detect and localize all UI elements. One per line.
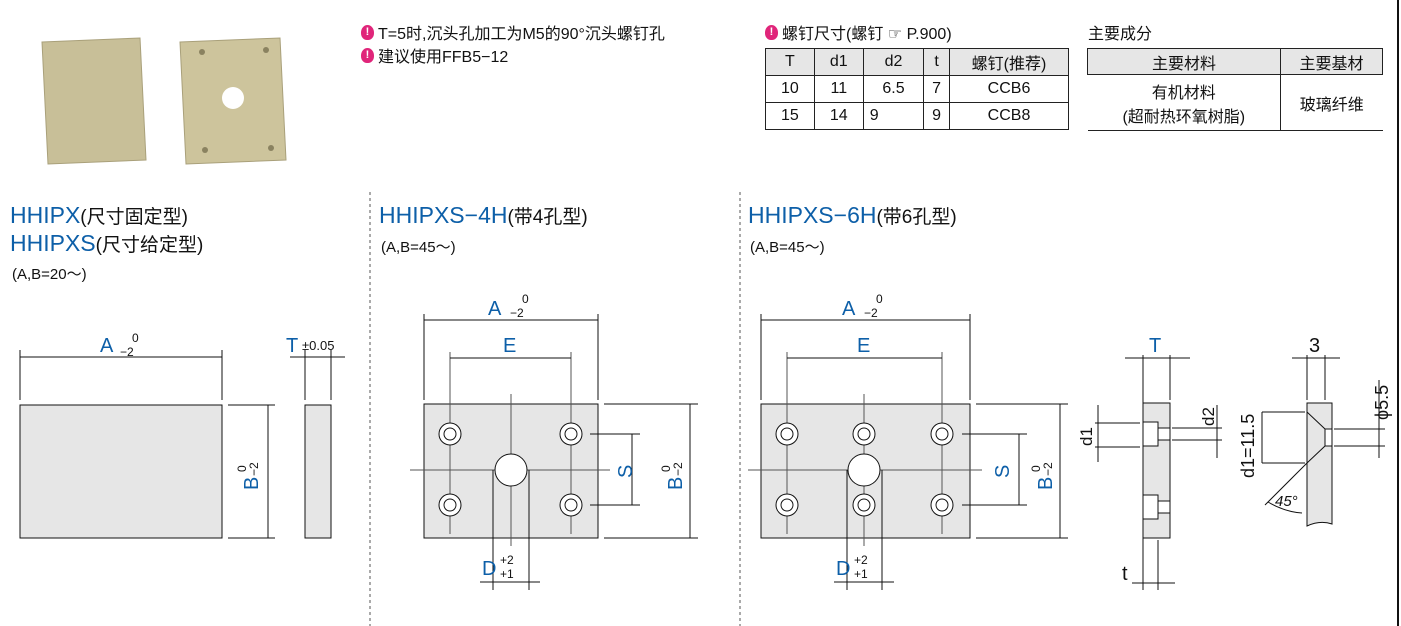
dim-d: D [482, 558, 496, 580]
th: 螺钉(推荐) [949, 48, 1069, 76]
note-text: 建议使用FFB5−12 [378, 49, 509, 66]
dim-t: T [1149, 335, 1161, 357]
note-2: !建议使用FFB5−12 [361, 43, 508, 67]
th: d2 [862, 48, 925, 76]
panel1-title2: HHIPXS(尺寸给定型) [10, 230, 203, 257]
plate-front-view: A 0 −2 B0−2 T ±0.05 [19, 331, 345, 539]
cell: 9 [923, 102, 950, 130]
cell: 9 [862, 102, 925, 130]
th: 主要材料 [1086, 48, 1282, 75]
model-type: (尺寸固定型) [80, 207, 188, 228]
cell: 14 [813, 102, 864, 130]
cell: 6.5 [862, 75, 925, 103]
tol: +2 [854, 553, 868, 567]
plate-4h-view: A 0 −2 E S B0−2 D +2 +1 [410, 292, 698, 590]
product-photo [41, 37, 287, 165]
th: t [923, 48, 950, 76]
dim-s: S [615, 465, 637, 478]
dim-t-small: t [1122, 563, 1128, 585]
dim-d: D [836, 558, 850, 580]
cell: CCB8 [949, 102, 1069, 130]
side-section-view: T t d1 d2 [1077, 335, 1222, 590]
model: HHIPXS−6H [748, 202, 877, 228]
dim-b: B [665, 477, 687, 490]
panel2-range: (A,B=45～) [381, 239, 456, 256]
tol: +1 [854, 567, 868, 581]
alert-icon: ! [765, 24, 778, 40]
tol: −2 [510, 306, 524, 320]
countersink-detail: 3 d1=11.5 ϕ5.5 45° [1238, 335, 1392, 527]
dim-3: 3 [1309, 335, 1320, 357]
material-detail: (超耐热环氧树脂) [1122, 108, 1246, 126]
model-type: (带4孔型) [507, 207, 588, 228]
dim-b: B [1035, 477, 1057, 490]
panel3-title: HHIPXS−6H(带6孔型) [748, 202, 957, 229]
alert-icon: ! [361, 24, 374, 40]
cell: 10 [765, 75, 815, 103]
tol: 0 [1029, 465, 1043, 472]
panel1-range: (A,B=20～) [12, 266, 87, 283]
tol: ±0.05 [302, 338, 334, 353]
tol: −2 [120, 345, 134, 359]
dim-d1: d1 [1077, 427, 1096, 446]
note-text: T=5时,沉头孔加工为M5的90°沉头螺钉孔 [378, 26, 665, 43]
alert-icon: ! [361, 47, 374, 63]
composition-title: 主要成分 [1088, 26, 1153, 43]
model-type: (带6孔型) [876, 207, 957, 228]
tol: −2 [671, 462, 685, 476]
dim-a: A [100, 335, 114, 357]
tol: 0 [876, 292, 883, 306]
dim-phi: ϕ5.5 [1372, 385, 1392, 420]
tol: 0 [235, 465, 249, 472]
model: HHIPXS−4H [379, 202, 508, 228]
composition-table: 主要材料主要基材 有机材料 (超耐热环氧树脂) 玻璃纤维 [1086, 48, 1383, 131]
dim-e: E [503, 335, 516, 357]
cell: 7 [923, 75, 950, 103]
dim-s: S [992, 465, 1014, 478]
material: 有机材料 [1151, 84, 1216, 102]
tol: 0 [132, 331, 139, 345]
base-material: 玻璃纤维 [1280, 74, 1383, 131]
dim-angle: 45° [1275, 493, 1298, 510]
dim-a: A [488, 298, 502, 320]
tol: 0 [522, 292, 529, 306]
screw-title-text: 螺钉尺寸(螺钉 ☞ P.900) [782, 26, 952, 43]
screw-table-title: !螺钉尺寸(螺钉 ☞ P.900) [765, 20, 952, 44]
th: d1 [813, 48, 864, 76]
tol: +2 [500, 553, 514, 567]
cell: 11 [813, 75, 864, 103]
dim-t: T [286, 335, 298, 357]
holes [438, 422, 583, 517]
th: T [765, 48, 815, 76]
model: HHIPXS [10, 230, 96, 256]
panel1-title1: HHIPX(尺寸固定型) [10, 202, 188, 229]
dim-d2: d2 [1199, 407, 1218, 426]
note-1: !T=5时,沉头孔加工为M5的90°沉头螺钉孔 [361, 20, 665, 44]
tol: −2 [1041, 462, 1055, 476]
panel2-title: HHIPXS−4H(带4孔型) [379, 202, 588, 229]
tol: −2 [864, 306, 878, 320]
tol: −2 [247, 462, 261, 476]
model-type: (尺寸给定型) [95, 235, 204, 256]
tol: 0 [659, 465, 673, 472]
panel3-range: (A,B=45～) [750, 239, 825, 256]
th: 主要基材 [1280, 48, 1383, 75]
holes [775, 422, 954, 517]
dim-b: B [241, 477, 263, 490]
model: HHIPX [10, 202, 81, 228]
plate-6h-view: A 0 −2 E S B0−2 D +2 +1 [748, 292, 1068, 590]
dim-e: E [857, 335, 870, 357]
dim-d1-value: d1=11.5 [1238, 414, 1258, 478]
dim-a: A [842, 298, 856, 320]
tol: +1 [500, 567, 514, 581]
